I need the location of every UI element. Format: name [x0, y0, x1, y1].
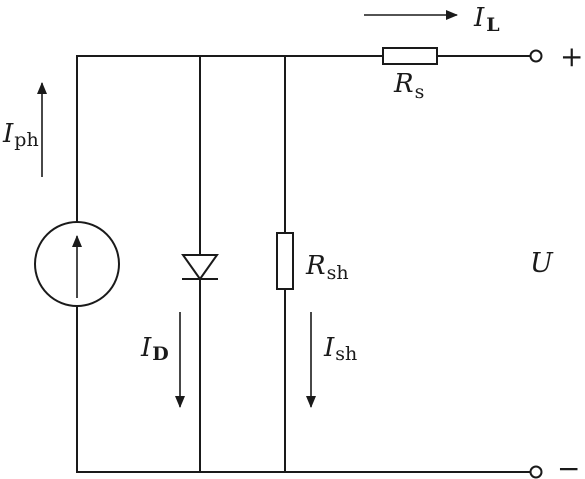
positive-terminal-label: +	[560, 40, 583, 73]
output-voltage-label: U	[530, 248, 554, 279]
wires	[76, 55, 531, 473]
negative-terminal-label: −	[557, 452, 580, 479]
photo-current-label: Iph	[2, 119, 39, 151]
diode-triangle	[181, 254, 219, 281]
series-resistor	[382, 47, 438, 65]
series-resistor-label: Rs	[393, 69, 424, 103]
diode-current-label: ID	[140, 333, 169, 365]
shunt-resistor	[276, 232, 294, 290]
diode	[181, 254, 219, 281]
negative-terminal-node[interactable]	[529, 465, 543, 479]
current-source	[34, 221, 120, 307]
positive-terminal-node[interactable]	[529, 49, 543, 63]
shunt-resistor-label: Rsh	[305, 251, 349, 284]
shunt-current-label: Ish	[323, 333, 357, 365]
